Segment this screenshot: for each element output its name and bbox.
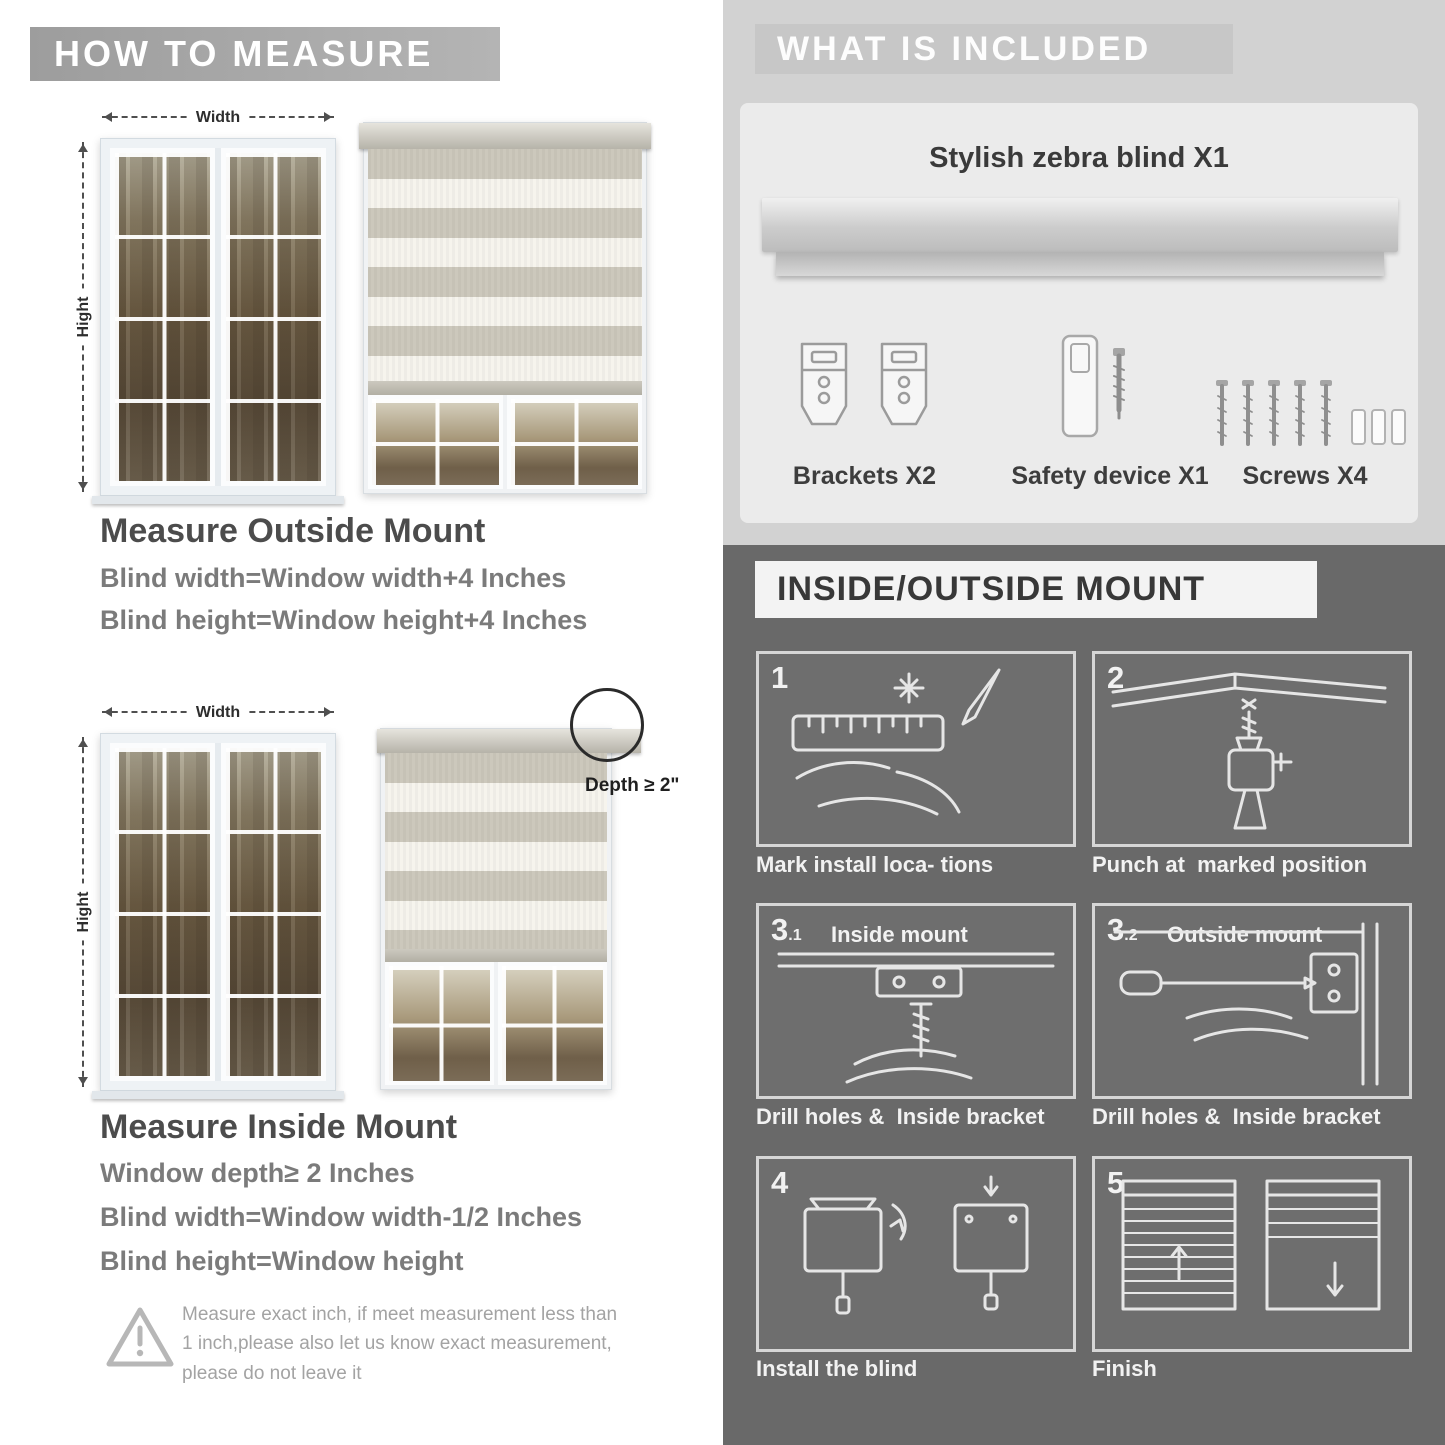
inside-mount-line-2: Blind width=Window width-1/2 Inches xyxy=(100,1202,583,1232)
height-arrow-label: Hight xyxy=(74,883,94,941)
anchor-icon xyxy=(1351,409,1406,445)
step-panel-3-2: 3.2 Outside mount xyxy=(1092,903,1412,1099)
outside-bracket-illustration xyxy=(1113,922,1379,1086)
step-panel-5: 5 xyxy=(1092,1156,1412,1352)
safety-device-icon xyxy=(1061,334,1125,438)
screw-icon xyxy=(1216,380,1332,446)
step-number: 1 xyxy=(771,660,789,695)
window-photo-outside xyxy=(100,138,336,496)
blind-photo-inside xyxy=(377,728,641,1090)
headrail-image xyxy=(762,198,1398,252)
outside-mount-line-1: Blind width=Window width+4 Inches xyxy=(100,563,567,593)
step-panel-2: 2 xyxy=(1092,651,1412,847)
width-arrow-label: Width xyxy=(187,703,249,723)
step-caption: Mark install loca- tions xyxy=(756,852,994,877)
drill-illustration xyxy=(1111,672,1387,830)
inside-outside-mount-header: INSIDE/OUTSIDE MOUNT xyxy=(755,561,1317,618)
step-title: Outside mount xyxy=(1167,922,1323,947)
step-caption: Install the blind xyxy=(756,1356,918,1381)
warning-text: Measure exact inch, if meet measurement … xyxy=(182,1304,618,1384)
finish-illustration xyxy=(1121,1179,1381,1311)
step-title: Inside mount xyxy=(831,922,968,947)
step-number: 3.1 xyxy=(771,912,802,947)
step-panel-3-1: 3.1 Inside mount xyxy=(756,903,1076,1099)
step-caption: Punch at marked position xyxy=(1092,852,1368,877)
brackets-icons xyxy=(792,338,936,432)
blind-cassette xyxy=(359,123,651,149)
height-arrow-label: Hight xyxy=(74,288,94,346)
step-panel-4: 4 xyxy=(756,1156,1076,1352)
step-number: 2 xyxy=(1107,660,1125,695)
bracket-icon xyxy=(800,342,848,426)
width-arrow: Width xyxy=(102,703,334,723)
window-doors xyxy=(110,148,326,486)
height-arrow: Hight xyxy=(74,737,94,1087)
mark-location-illustration xyxy=(791,668,1001,816)
step-caption: Finish xyxy=(1092,1356,1157,1381)
window-sill xyxy=(92,1091,344,1099)
inside-mount-title: Measure Inside Mount xyxy=(100,1108,458,1146)
outside-mount-line-2: Blind height=Window height+4 Inches xyxy=(100,605,588,635)
window-sill xyxy=(92,496,344,504)
inside-mount-line-1: Window depth≥ 2 Inches xyxy=(100,1158,415,1188)
window-photo-inside xyxy=(100,733,336,1091)
step-number: 5 xyxy=(1107,1165,1125,1200)
item-label-safety: Safety device X1 xyxy=(1011,462,1209,490)
step-number: 4 xyxy=(771,1165,789,1200)
how-to-measure-header: HOW TO MEASURE xyxy=(30,27,500,81)
blind-bottom-rail xyxy=(385,949,607,962)
included-card xyxy=(740,103,1418,523)
zebra-shade xyxy=(385,753,607,949)
install-blind-illustration xyxy=(803,1175,1029,1315)
item-label-screws: Screws X4 xyxy=(1242,462,1368,490)
inside-mount-line-3: Blind height=Window height xyxy=(100,1246,464,1276)
step-caption: Drill holes & Inside bracket xyxy=(1092,1104,1381,1129)
product-title: Stylish zebra blind X1 xyxy=(929,142,1229,174)
what-is-included-header: WHAT IS INCLUDED xyxy=(755,24,1233,74)
headrail-bottom-image xyxy=(776,252,1384,276)
bracket-icon xyxy=(880,342,928,426)
zebra-shade xyxy=(368,149,642,381)
height-arrow: Hight xyxy=(74,142,94,492)
width-arrow-label: Width xyxy=(187,108,249,128)
item-label-brackets: Brackets X2 xyxy=(792,462,937,490)
screw-icon xyxy=(1113,348,1125,420)
step-caption: Drill holes & Inside bracket xyxy=(756,1104,1045,1129)
depth-circle xyxy=(570,688,644,762)
step-panel-1: 1 xyxy=(756,651,1076,847)
blind-bottom-rail xyxy=(368,381,642,395)
outside-mount-title: Measure Outside Mount xyxy=(100,512,486,550)
depth-label: Depth ≥ 2" xyxy=(585,775,680,796)
blind-photo-outside xyxy=(359,122,651,494)
width-arrow: Width xyxy=(102,108,334,128)
inside-bracket-illustration xyxy=(777,952,1055,1084)
warning-triangle-icon xyxy=(106,1307,174,1367)
screws-icons xyxy=(1216,380,1406,446)
